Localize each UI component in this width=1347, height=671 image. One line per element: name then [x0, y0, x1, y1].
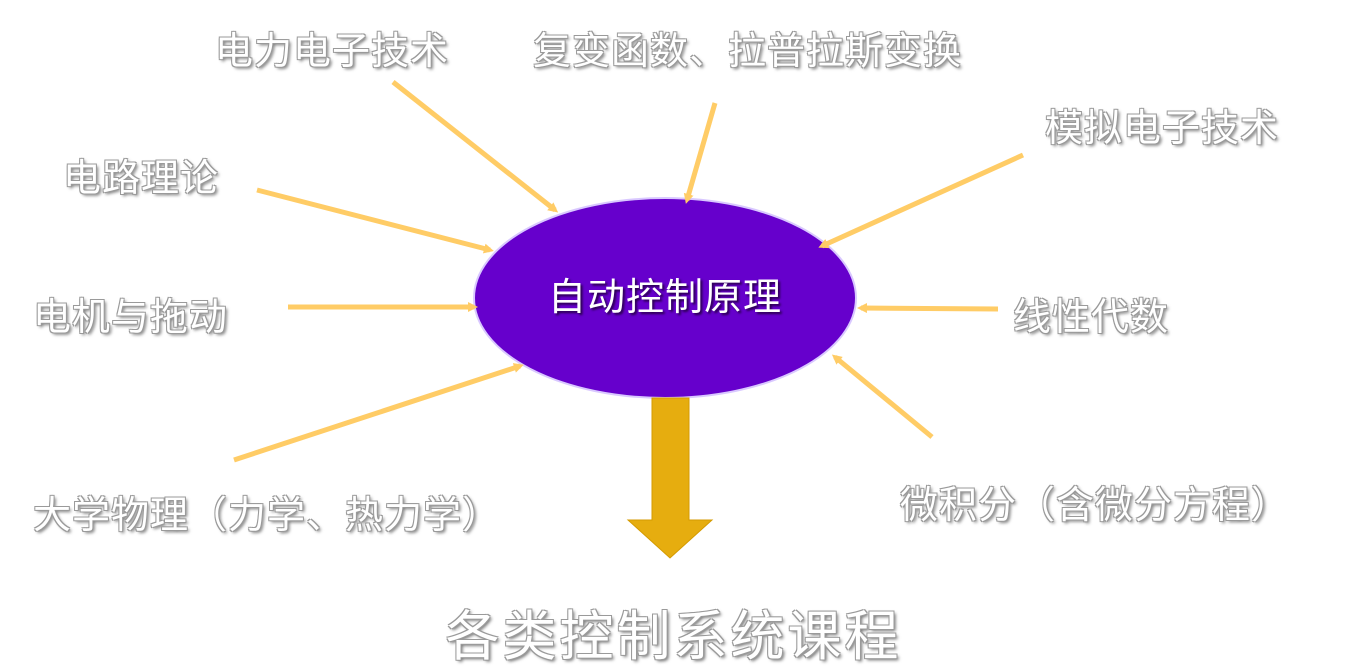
- center-label: 自动控制原理: [547, 275, 782, 319]
- label-analog-electronics: 模拟电子技术: [1045, 106, 1280, 150]
- output-label: 各类控制系统课程: [445, 605, 902, 668]
- arrow-circuit-theory: [256, 187, 494, 254]
- arrow-calculus: [831, 354, 934, 439]
- label-complex-functions: 复变函数、拉普拉斯变换: [533, 29, 963, 73]
- label-motors-drives: 电机与拖动: [33, 295, 229, 339]
- arrow-university-physics: [233, 363, 524, 463]
- arrow-power-electronics: [391, 80, 559, 213]
- arrow-analog-electronics: [818, 152, 1025, 249]
- label-university-physics: 大学物理（力学、热力学）: [33, 493, 502, 537]
- label-power-electronics: 电力电子技术: [215, 29, 450, 73]
- arrow-linear-algebra: [857, 303, 999, 314]
- arrow-complex-functions: [683, 102, 718, 204]
- label-circuit-theory: 电路理论: [63, 156, 220, 200]
- label-calculus: 微积分（含微分方程）: [900, 483, 1291, 527]
- output-arrow: [626, 397, 714, 559]
- label-linear-algebra: 线性代数: [1013, 295, 1170, 339]
